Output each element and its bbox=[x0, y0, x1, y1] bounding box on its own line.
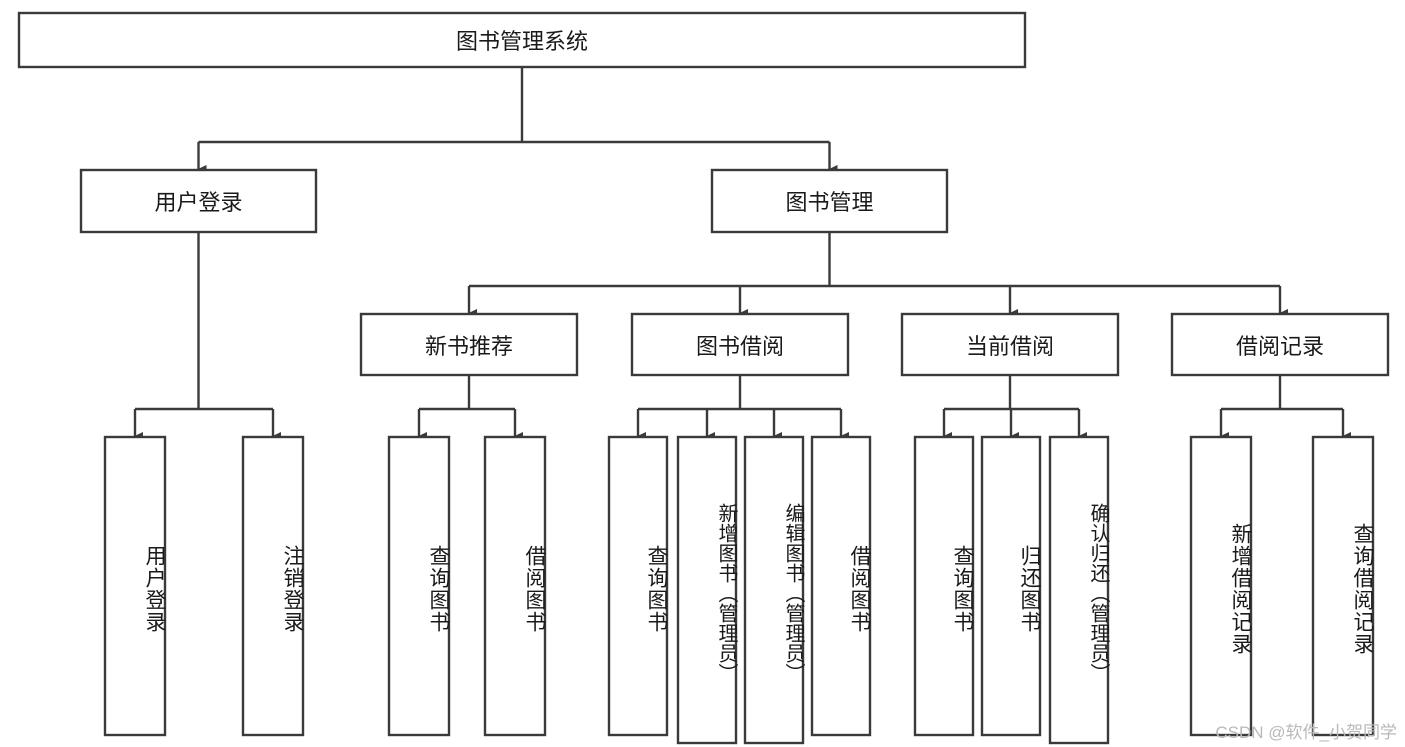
node-box-user-login[interactable] bbox=[79, 168, 318, 234]
node-leaf-return-book[interactable] bbox=[982, 437, 1040, 735]
node-box-leaf-query-borrow-record[interactable] bbox=[1311, 435, 1375, 737]
node-box-borrow-record[interactable] bbox=[1170, 312, 1390, 377]
node-box-root[interactable] bbox=[17, 11, 1027, 69]
node-box-leaf-confirm-return-admin[interactable] bbox=[1048, 435, 1110, 745]
node-box-leaf-query-book-rec[interactable] bbox=[387, 435, 451, 737]
node-new-book-recommend[interactable] bbox=[361, 314, 577, 375]
node-leaf-user-login[interactable] bbox=[105, 437, 165, 735]
node-leaf-edit-book-admin[interactable] bbox=[745, 437, 803, 743]
node-box-leaf-query-book-cur[interactable] bbox=[913, 435, 975, 737]
node-box-leaf-add-borrow-record[interactable] bbox=[1189, 435, 1253, 737]
node-box-book-borrow[interactable] bbox=[630, 312, 850, 377]
node-leaf-confirm-return-admin[interactable] bbox=[1050, 437, 1108, 743]
node-leaf-query-borrow-record[interactable] bbox=[1313, 437, 1373, 735]
watermark-text: CSDN @软件_小贺同学 bbox=[1215, 723, 1397, 742]
node-leaf-query-book-rec[interactable] bbox=[389, 437, 449, 735]
node-user-login[interactable] bbox=[81, 170, 316, 232]
node-box-leaf-query-book-borrow[interactable] bbox=[607, 435, 669, 737]
node-leaf-logout[interactable] bbox=[243, 437, 303, 735]
node-book-borrow[interactable] bbox=[632, 314, 848, 375]
node-leaf-borrow-book[interactable] bbox=[812, 437, 870, 735]
node-borrow-record[interactable] bbox=[1172, 314, 1388, 375]
node-box-current-borrow[interactable] bbox=[900, 312, 1120, 377]
node-root[interactable] bbox=[19, 13, 1025, 67]
node-box-leaf-add-book-admin[interactable] bbox=[676, 435, 738, 745]
node-box-leaf-borrow-book-rec[interactable] bbox=[483, 435, 547, 737]
node-book-manage[interactable] bbox=[712, 170, 947, 232]
node-current-borrow[interactable] bbox=[902, 314, 1118, 375]
node-box-leaf-user-login[interactable] bbox=[103, 435, 167, 737]
node-leaf-borrow-book-rec[interactable] bbox=[485, 437, 545, 735]
node-box-layer bbox=[17, 11, 1390, 745]
node-box-leaf-return-book[interactable] bbox=[980, 435, 1042, 737]
node-box-new-book-recommend[interactable] bbox=[359, 312, 579, 377]
node-leaf-query-book-borrow[interactable] bbox=[609, 437, 667, 735]
connector-layer bbox=[133, 67, 1352, 441]
node-leaf-add-book-admin[interactable] bbox=[678, 437, 736, 743]
node-box-leaf-borrow-book[interactable] bbox=[810, 435, 872, 737]
node-box-book-manage[interactable] bbox=[710, 168, 949, 234]
node-box-leaf-edit-book-admin[interactable] bbox=[743, 435, 805, 745]
node-box-leaf-logout[interactable] bbox=[241, 435, 305, 737]
node-leaf-add-borrow-record[interactable] bbox=[1191, 437, 1251, 735]
node-leaf-query-book-cur[interactable] bbox=[915, 437, 973, 735]
